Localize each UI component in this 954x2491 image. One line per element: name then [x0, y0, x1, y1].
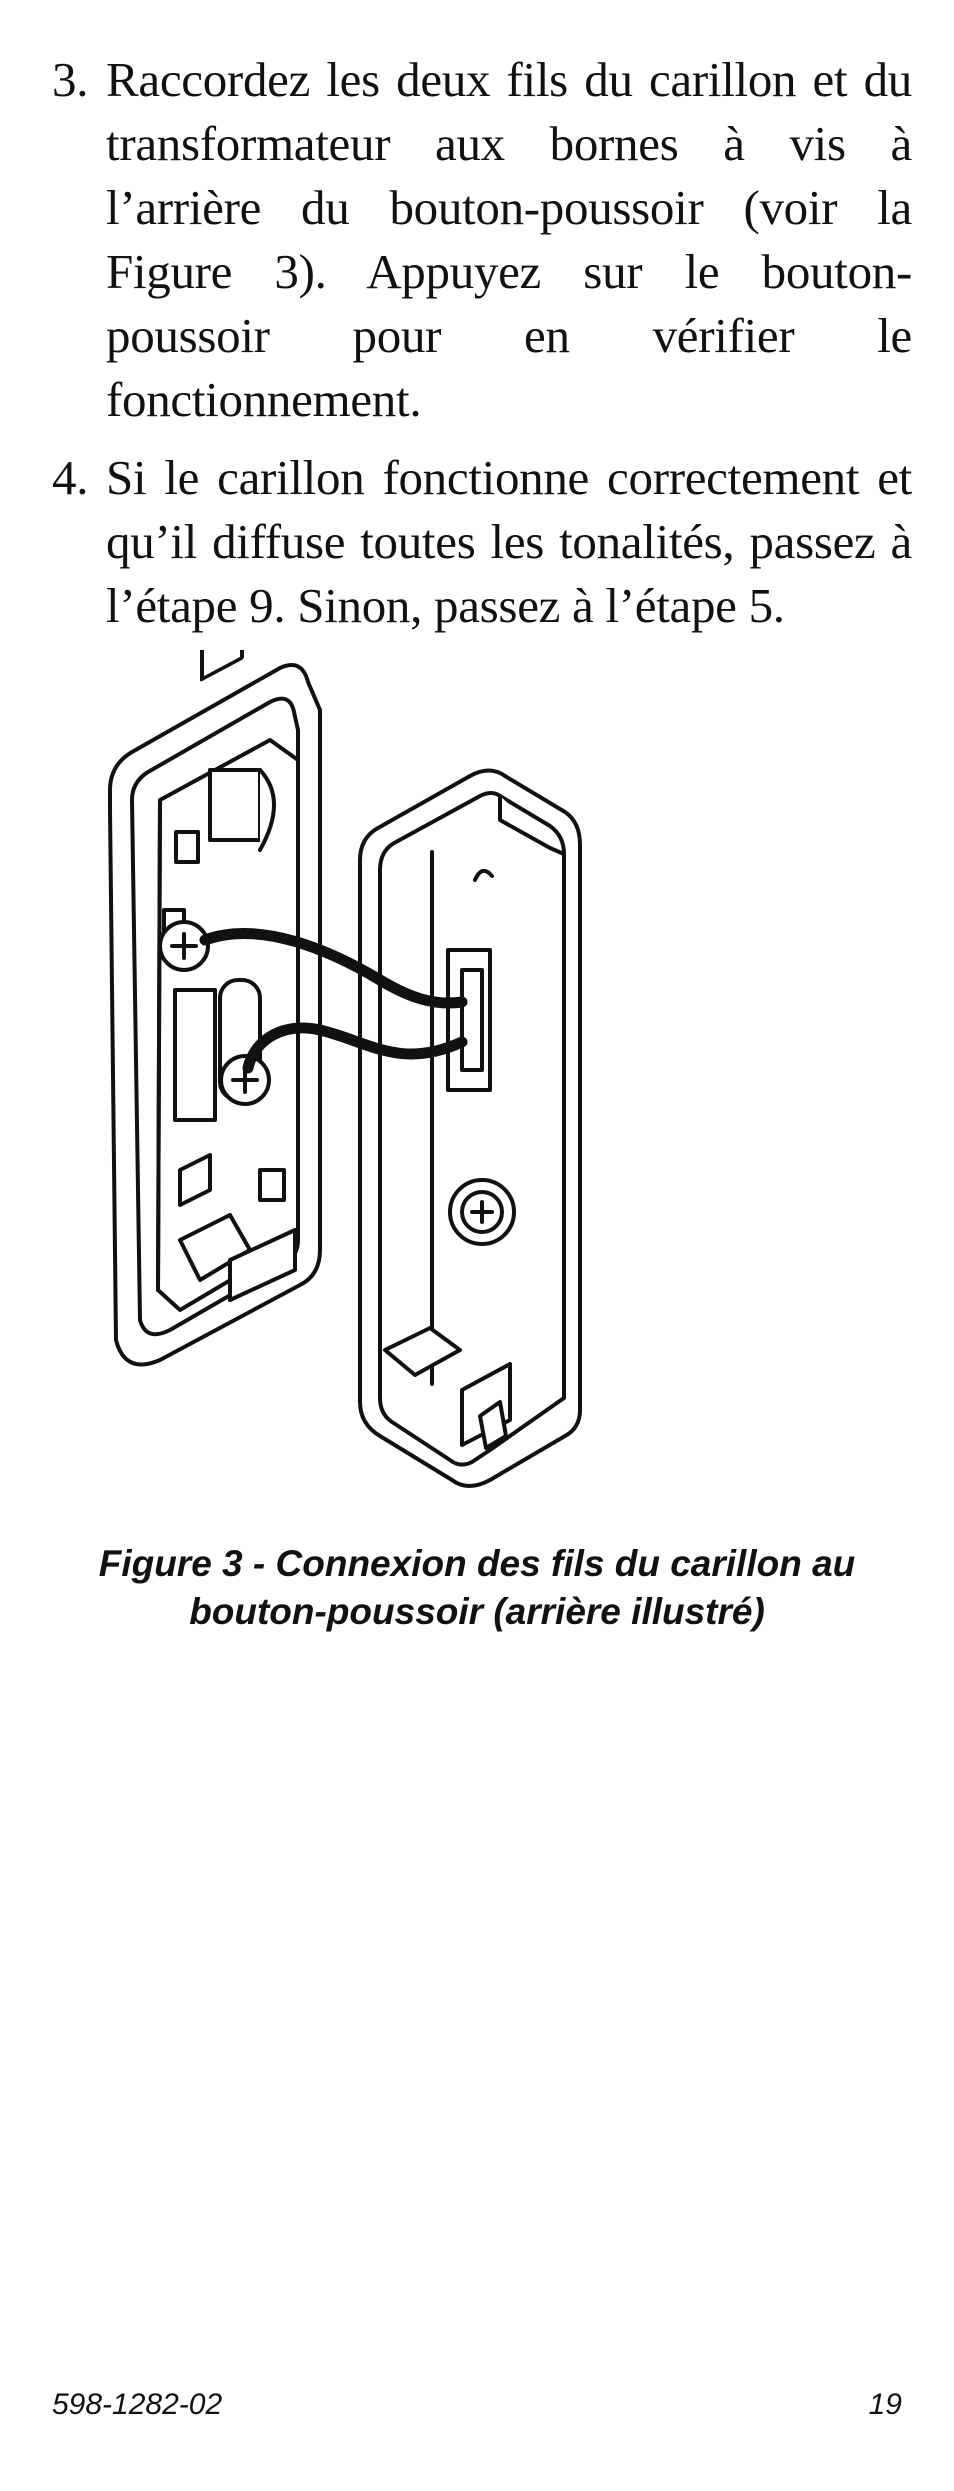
page-number: 19: [868, 2388, 902, 2421]
lower-terminal-screw: [219, 1054, 271, 1106]
caption-line-2: bouton-poussoir (arrière illustré): [189, 1591, 765, 1632]
step-4: 4. Si le carillon fonctionne correctemen…: [52, 446, 912, 638]
page-footer: 598-1282-02 19: [52, 2388, 902, 2422]
step-number: 4.: [52, 450, 89, 505]
document-number: 598-1282-02: [52, 2388, 223, 2421]
upper-terminal-screw: [158, 920, 210, 972]
caption-line-1: Figure 3 - Connexion des fils du carillo…: [98, 1543, 856, 1584]
step-3: 3. Raccordez les deux fils du carillon e…: [52, 48, 912, 432]
chime-wires: [199, 928, 468, 1074]
pushbutton-back-plate: [108, 650, 322, 1367]
instruction-steps: 3. Raccordez les deux fils du carillon e…: [52, 48, 912, 652]
pushbutton-wiring-drawing: [108, 650, 582, 1488]
step-number: 3.: [52, 52, 89, 107]
wiring-illustration: [80, 650, 880, 1530]
lower-wire: [242, 1022, 468, 1074]
step-text: Si le carillon fonctionne correctement e…: [106, 450, 912, 633]
step-text: Raccordez les deux fils du carillon et d…: [106, 52, 912, 427]
upper-wire: [199, 928, 468, 1009]
pushbutton-housing: [358, 768, 582, 1488]
figure-caption: Figure 3 - Connexion des fils du carillo…: [40, 1540, 914, 1636]
